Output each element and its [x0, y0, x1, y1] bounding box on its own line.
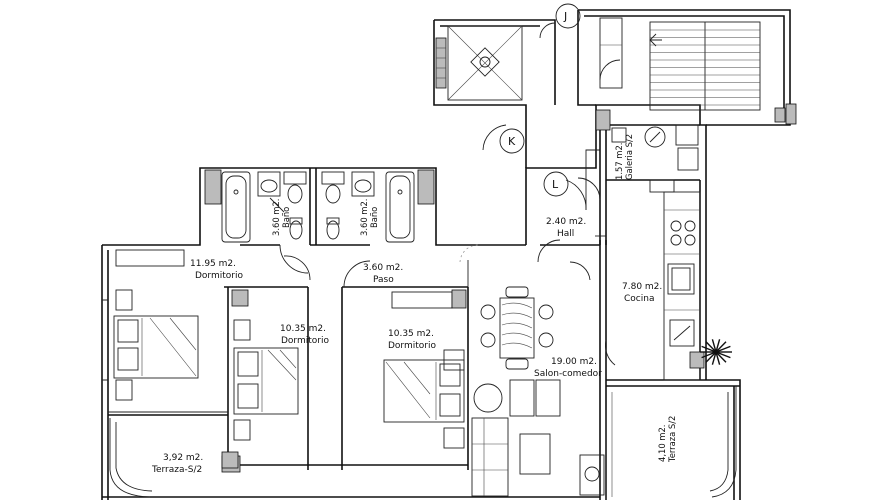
plant-icon: [700, 339, 732, 365]
dining-table: [480, 286, 554, 370]
bano2-name: Baño: [369, 207, 379, 228]
staircase: [539, 17, 797, 125]
salon-area: 19.00 m2.: [551, 357, 597, 367]
outer-walls: [101, 9, 791, 500]
galeria-area: 1.57 m2.: [614, 143, 624, 180]
marker-k: [499, 128, 525, 154]
dorm2-area: 10.35 m2.: [280, 324, 326, 334]
door-markers: J K L: [482, 3, 600, 211]
bathroom-right: [321, 169, 435, 243]
hall-area: 2.40 m2.: [546, 217, 586, 227]
door-swings: [279, 177, 616, 366]
bedroom-1-furniture: [113, 249, 249, 401]
bano1-name: Baño: [281, 207, 291, 228]
interior-walls: [108, 120, 740, 470]
bedroom-3-furniture: [383, 289, 467, 449]
dorm2-name: Dormitorio: [281, 336, 329, 346]
dorm1-name: Dormitorio: [195, 271, 243, 281]
marker-j: [555, 3, 581, 29]
upper-shaft: [435, 25, 523, 101]
marker-l: [543, 171, 569, 197]
terraza-left: [109, 418, 239, 498]
marker-k-label: K: [508, 135, 516, 148]
dorm1-area: 11.95 m2.: [190, 259, 236, 269]
terraza-right: [579, 386, 737, 500]
terraza2-area: 4,10 m2.: [657, 425, 667, 462]
galeria-fixtures: [595, 109, 699, 193]
windows: [102, 235, 606, 381]
room-labels: 11.95 m2. Dormitorio 10.35 m2. Dormitori…: [151, 134, 677, 475]
cocina-area: 7.80 m2.: [622, 282, 662, 292]
hall-name: Hall: [557, 229, 574, 239]
terraza1-name: Terraza-S/2: [151, 465, 202, 475]
terraza2-name: Terraza S/2: [667, 416, 677, 463]
dorm3-name: Dormitorio: [388, 341, 436, 351]
marker-l-label: L: [552, 178, 559, 191]
salon-name: Salon-comedor: [534, 369, 602, 379]
bano1-area: 3.60 m2.: [271, 199, 281, 236]
kitchen-fixtures: [663, 191, 705, 381]
paso-name: Paso: [373, 275, 394, 285]
cocina-name: Cocina: [624, 294, 654, 304]
sofa-set: [471, 379, 561, 497]
bathroom-left: [204, 169, 307, 243]
marker-j-label: J: [563, 10, 567, 23]
bano2-area: 3.60 m2.: [359, 199, 369, 236]
galeria-name: Galeria S/2: [624, 134, 634, 180]
paso-area: 3.60 m2.: [363, 263, 403, 273]
dorm3-area: 10.35 m2.: [388, 329, 434, 339]
terraza1-area: 3,92 m2.: [163, 453, 203, 463]
